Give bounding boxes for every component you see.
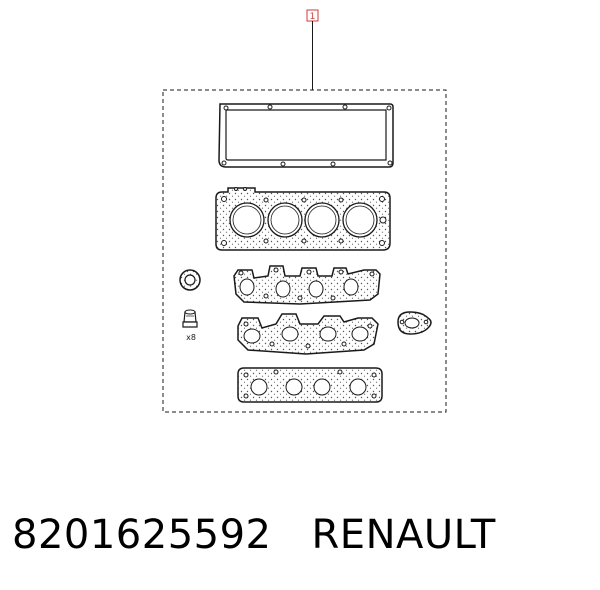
callout-number: 1 (310, 12, 316, 22)
flange-gasket (397, 311, 432, 335)
kit-boundary (162, 89, 447, 413)
bottom-manifold-gasket (237, 367, 383, 403)
part-number-line: 8201625592 RENAULT (12, 512, 496, 558)
round-seal (179, 269, 201, 291)
part-number: 8201625592 (12, 512, 272, 558)
brand-name: RENAULT (311, 512, 496, 558)
valve-cover-gasket (218, 103, 394, 168)
quantity-label: x8 (186, 333, 196, 342)
cylinder-head-gasket (215, 187, 391, 251)
valve-stem-seal (182, 309, 198, 328)
exhaust-manifold-gasket (237, 313, 379, 355)
gasket-set-diagram: 1 (162, 9, 447, 413)
intake-manifold-gasket (233, 265, 381, 305)
callout-1[interactable]: 1 (306, 9, 319, 22)
